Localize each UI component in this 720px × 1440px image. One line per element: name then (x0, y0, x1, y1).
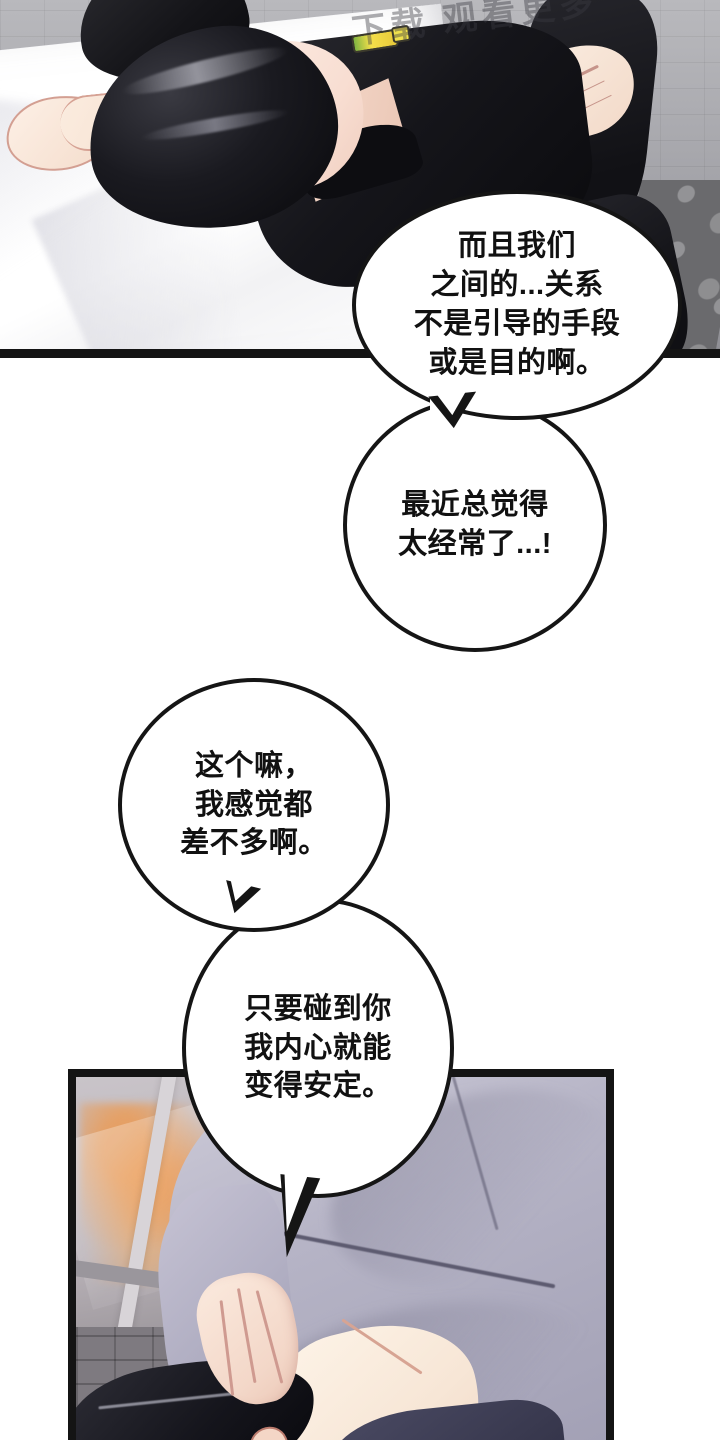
speech-bubble-1-text: 而且我们 之间的...关系 不是引导的手段 或是目的啊。 (413, 230, 621, 379)
watermark-line-1: 下载 观看更多 (350, 0, 601, 52)
speech-bubble-1: 而且我们 之间的...关系 不是引导的手段 或是目的啊。 (352, 190, 682, 420)
speech-bubble-3: 这个嘛， 我感觉都 差不多啊。 (118, 678, 390, 932)
speech-bubble-4: 只要碰到你 我内心就能 变得安定。 (182, 898, 454, 1198)
speech-bubble-3-text: 这个嘛， 我感觉都 差不多啊。 (180, 749, 328, 860)
bubble-1-2-merge-mask (430, 392, 526, 410)
bubble-3-4-merge-mask (224, 892, 320, 910)
speech-bubble-2-text: 最近总觉得 太经常了...! (398, 489, 552, 560)
speech-bubble-1-tail-fill (434, 388, 471, 417)
margin-right (614, 1069, 720, 1440)
margin-left (0, 1069, 68, 1440)
speech-bubble-4-text: 只要碰到你 我内心就能 变得安定。 (244, 992, 392, 1103)
speech-bubble-2: 最近总觉得 太经常了...! (343, 398, 607, 652)
